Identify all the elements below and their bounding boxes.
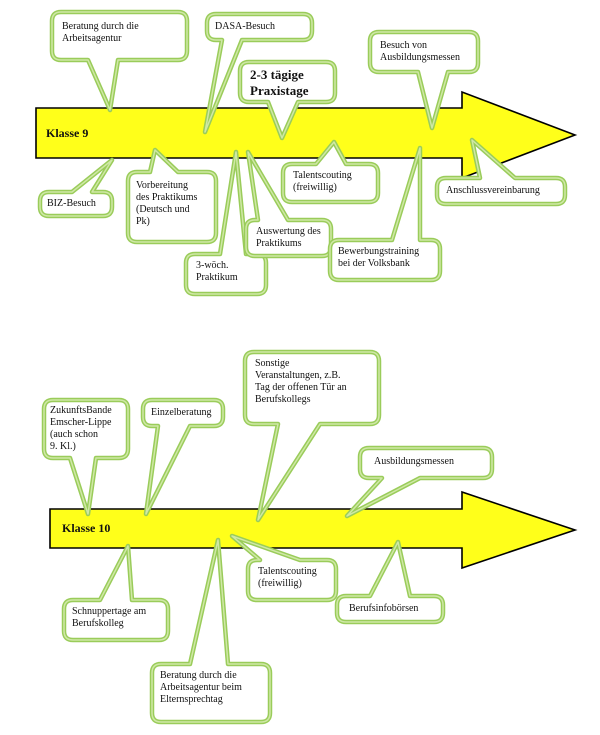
callout-ausbildungsmessen-inner-border: [346, 447, 493, 517]
callout-ausbildungsmessen-text: Ausbildungsmessen: [374, 456, 454, 467]
klasse-10-label: Klasse 10: [62, 521, 111, 535]
callout-beratung-elternsprechtag-inner-border: [151, 539, 271, 723]
callout-ausbildungsmessen-besuch-inner-border: [369, 31, 479, 129]
callout-vorbereitung-praktikum-inner-border: [127, 149, 217, 243]
callout-schnuppertage: [61, 543, 171, 643]
callout-einzelberatung-inner-border: [142, 399, 224, 515]
klasse-9-arrow: [35, 90, 578, 180]
callout-beratung-arbeitsagentur: [49, 9, 190, 113]
callout-beratung-arbeitsagentur-text: Beratung durch die Arbeitsagentur: [62, 21, 139, 44]
callout-3-woech-praktikum-text: 3-wöch. Praktikum: [196, 260, 238, 283]
callout-einzelberatung-text: Einzelberatung: [151, 407, 212, 418]
callout-vorbereitung-praktikum: [125, 147, 219, 245]
callout-talentscouting-10-text: Talentscouting (freiwillig): [258, 566, 317, 589]
callout-talentscouting-10: [229, 533, 339, 603]
callout-ausbildungsmessen: [344, 445, 495, 519]
callout-talentscouting-text: Talentscouting (freiwillig): [293, 170, 352, 193]
callout-berufsinfoboersen-inner-border: [336, 541, 444, 623]
callout-praxistage-text: 2-3 tägige Praxistage: [250, 67, 309, 98]
callout-dasa-besuch-text: DASA-Besuch: [215, 21, 275, 32]
callout-sonstige-veranstaltungen-text: Sonstige Veranstaltungen, z.B. Tag der o…: [255, 358, 347, 405]
callout-praxistage-inner-border: [239, 61, 336, 139]
callout-dasa-besuch: [202, 11, 315, 135]
callout-schnuppertage-text: Schnuppertage am Berufskolleg: [72, 606, 147, 629]
callout-biz-besuch-text: BIZ-Besuch: [47, 198, 96, 209]
callout-bewerbungstraining-text: Bewerbungstraining bei der Volksbank: [338, 246, 420, 269]
callout-anschlussvereinbarung-text: Anschlussvereinbarung: [446, 185, 540, 196]
callout-anschlussvereinbarung-inner-border: [436, 139, 566, 205]
callout-bewerbungstraining-inner-border: [329, 147, 441, 281]
callout-auswertung-praktikum: [243, 149, 334, 259]
callout-bewerbungstraining: [327, 145, 443, 283]
callout-berufsinfoboersen-text: Berufsinfobörsen: [349, 603, 419, 614]
callout-ausbildungsmessen-besuch: [367, 29, 481, 131]
callout-anschlussvereinbarung: [434, 137, 568, 207]
callout-talentscouting-inner-border: [282, 141, 379, 203]
callout-zukunftsbande: [41, 397, 131, 517]
callout-talentscouting-10-inner-border: [231, 535, 337, 601]
callout-vorbereitung-praktikum-text: Vorbereitung des Praktikums (Deutsch und…: [136, 180, 198, 227]
callout-sonstige-veranstaltungen: [242, 349, 382, 523]
callout-zukunftsbande-text: ZukunftsBande Emscher-Lippe (auch schon …: [50, 405, 112, 452]
callout-berufsinfoboersen: [334, 539, 446, 625]
callout-beratung-arbeitsagentur-inner-border: [51, 11, 188, 111]
callout-schnuppertage-inner-border: [63, 545, 169, 641]
klasse-9-label: Klasse 9: [46, 126, 89, 140]
callout-biz-besuch-inner-border: [39, 159, 113, 217]
callout-talentscouting: [280, 139, 381, 205]
callout-auswertung-praktikum-inner-border: [245, 151, 332, 257]
callout-zukunftsbande-inner-border: [43, 399, 129, 515]
callout-ausbildungsmessen-besuch-text: Besuch von Ausbildungsmessen: [380, 40, 460, 63]
callout-beratung-elternsprechtag-text: Beratung durch die Arbeitsagentur beim E…: [160, 670, 242, 705]
callout-sonstige-veranstaltungen-inner-border: [244, 351, 380, 521]
callout-biz-besuch: [37, 157, 115, 219]
callout-praxistage: [237, 59, 338, 141]
klasse-10-arrow: [49, 490, 578, 570]
callout-auswertung-praktikum-text: Auswertung des Praktikums: [256, 226, 321, 249]
callout-einzelberatung: [140, 397, 226, 517]
callout-dasa-besuch-inner-border: [204, 13, 313, 133]
callout-beratung-elternsprechtag: [149, 537, 273, 725]
